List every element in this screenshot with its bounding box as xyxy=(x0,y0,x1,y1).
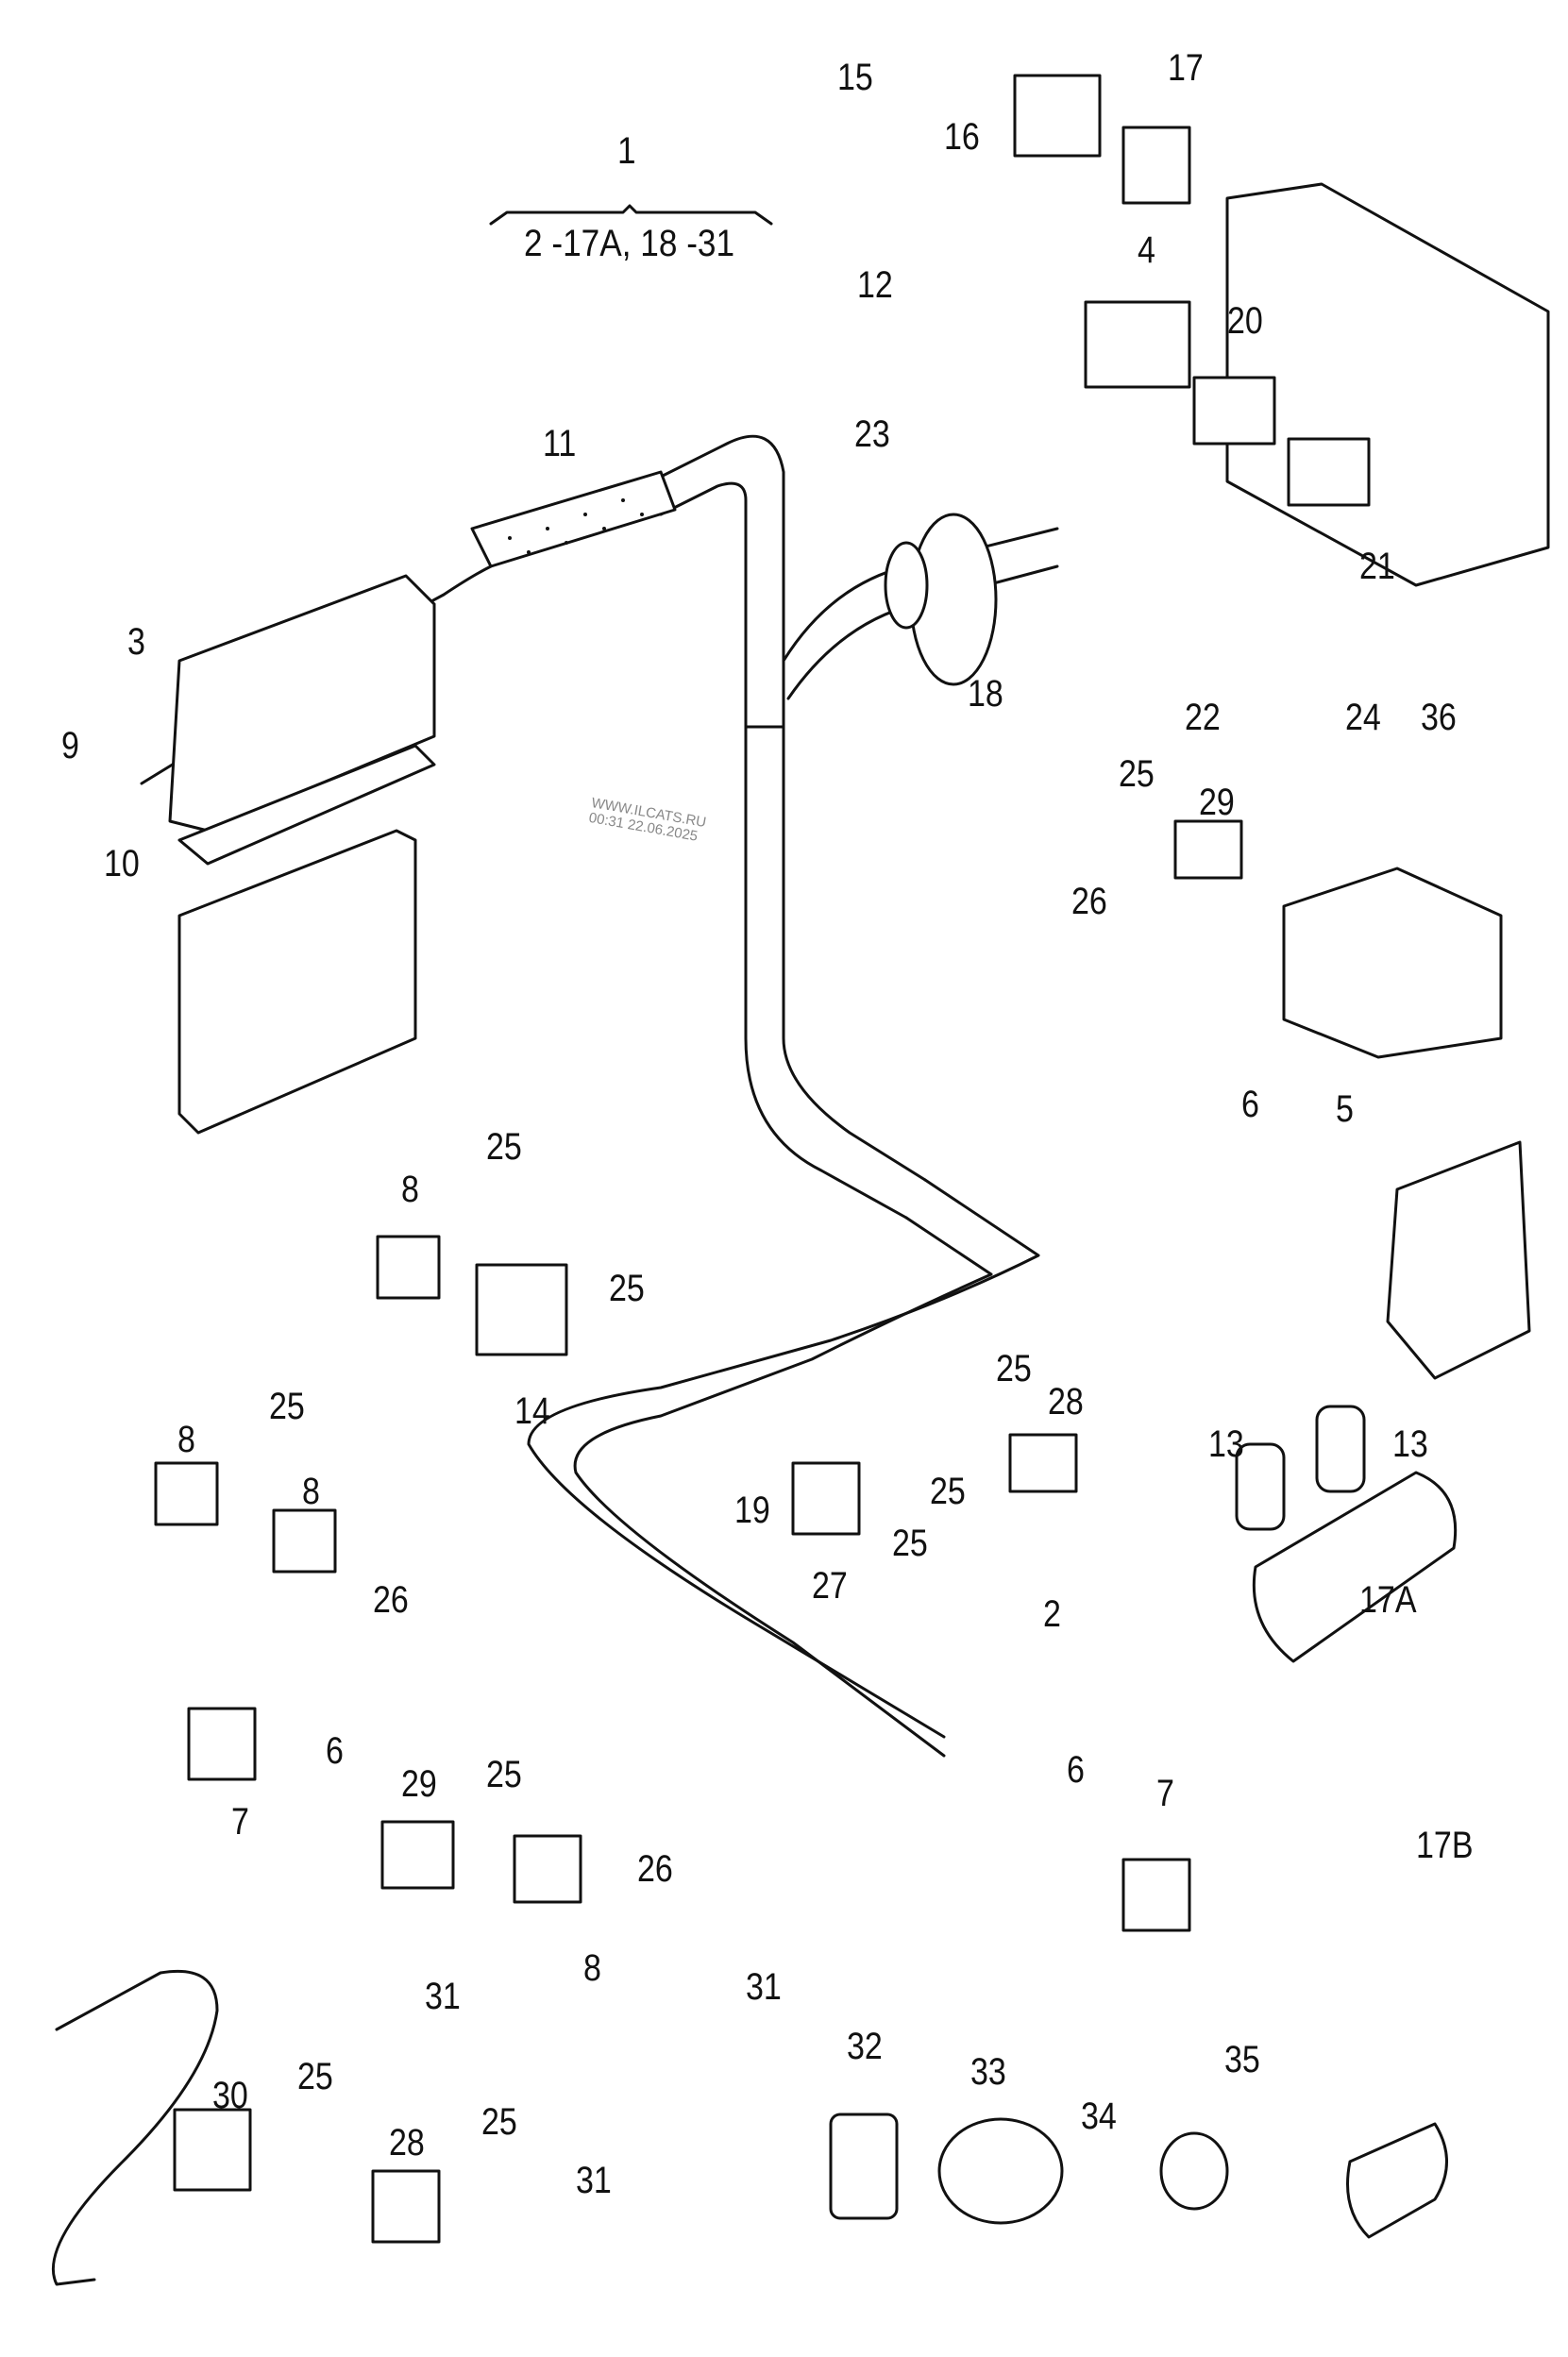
callout-25[interactable]: 25 xyxy=(1119,753,1155,795)
callout-8[interactable]: 8 xyxy=(302,1471,320,1512)
callout-13[interactable]: 13 xyxy=(1392,1423,1428,1465)
callout-4[interactable]: 4 xyxy=(1138,229,1155,271)
callout-33[interactable]: 33 xyxy=(970,2051,1006,2093)
callout-23[interactable]: 23 xyxy=(854,413,890,455)
callout-9[interactable]: 9 xyxy=(61,725,79,766)
connector-28a xyxy=(1008,1433,1078,1493)
connector-7a xyxy=(187,1707,257,1781)
connector-14 xyxy=(475,1263,568,1356)
group-callout-range: 2 -17A, 18 -31 xyxy=(524,223,735,264)
connector-20 xyxy=(1192,376,1276,446)
callout-8[interactable]: 8 xyxy=(583,1947,601,1989)
callout-2[interactable]: 2 xyxy=(1043,1593,1061,1635)
clip-33 xyxy=(937,2117,1064,2225)
callout-20[interactable]: 20 xyxy=(1227,300,1263,342)
callout-19[interactable]: 19 xyxy=(734,1490,770,1531)
connector-30 xyxy=(173,2108,252,2192)
callout-18[interactable]: 18 xyxy=(968,673,1003,715)
callout-6[interactable]: 6 xyxy=(1241,1084,1259,1125)
clip-32 xyxy=(829,2113,899,2220)
callout-31[interactable]: 31 xyxy=(576,2160,612,2201)
connector-8d xyxy=(513,1834,582,1904)
callout-25[interactable]: 25 xyxy=(486,1754,522,1795)
connector-8b xyxy=(154,1461,219,1526)
callout-17[interactable]: 17 xyxy=(1168,47,1204,89)
callout-24[interactable]: 24 xyxy=(1345,697,1381,738)
connector-16 xyxy=(1013,74,1102,158)
part-17A-sleeve xyxy=(1252,1471,1458,1663)
ignition-coil xyxy=(1282,867,1503,1059)
callout-34[interactable]: 34 xyxy=(1081,2096,1117,2137)
callout-8[interactable]: 8 xyxy=(401,1169,419,1210)
callout-7[interactable]: 7 xyxy=(231,1801,249,1843)
callout-25[interactable]: 25 xyxy=(481,2101,517,2143)
callout-21[interactable]: 21 xyxy=(1359,546,1395,587)
part-13-sensor-a xyxy=(1235,1442,1286,1531)
clip-34 xyxy=(1159,2131,1229,2211)
callout-29[interactable]: 29 xyxy=(1199,782,1235,823)
callout-25[interactable]: 25 xyxy=(996,1348,1032,1389)
callout-35[interactable]: 35 xyxy=(1224,2039,1260,2080)
callout-25[interactable]: 25 xyxy=(297,2056,333,2097)
callout-17B[interactable]: 17B xyxy=(1416,1825,1474,1866)
callout-26[interactable]: 26 xyxy=(373,1579,409,1621)
callout-25[interactable]: 25 xyxy=(269,1386,305,1427)
part-9-ecu-cover xyxy=(168,574,436,1135)
callout-25[interactable]: 25 xyxy=(486,1126,522,1168)
callout-32[interactable]: 32 xyxy=(847,2026,883,2067)
connector-8a xyxy=(376,1235,441,1300)
callout-25[interactable]: 25 xyxy=(892,1523,928,1564)
part-18-grommet xyxy=(884,513,998,686)
callout-6[interactable]: 6 xyxy=(1067,1749,1085,1791)
clip-35 xyxy=(1346,2122,1448,2239)
callout-36[interactable]: 36 xyxy=(1421,697,1457,738)
group-callout-number: 1 xyxy=(617,130,636,172)
connector-4 xyxy=(1084,300,1191,389)
callout-5[interactable]: 5 xyxy=(1336,1088,1354,1130)
connector-27 xyxy=(791,1461,861,1536)
connector-29a xyxy=(1173,819,1243,880)
callout-28[interactable]: 28 xyxy=(1048,1381,1084,1423)
callout-10[interactable]: 10 xyxy=(104,843,140,884)
callout-31[interactable]: 31 xyxy=(746,1966,782,2008)
callout-26[interactable]: 26 xyxy=(637,1848,673,1890)
callout-3[interactable]: 3 xyxy=(127,621,145,663)
callout-30[interactable]: 30 xyxy=(212,2075,248,2116)
part-13-sensor-b xyxy=(1315,1405,1366,1493)
callout-25[interactable]: 25 xyxy=(930,1471,966,1512)
callout-8[interactable]: 8 xyxy=(177,1419,195,1460)
callout-14[interactable]: 14 xyxy=(514,1390,550,1432)
connector-17 xyxy=(1121,126,1191,205)
callout-12[interactable]: 12 xyxy=(857,264,893,306)
connector-7b xyxy=(1121,1858,1191,1932)
callout-28[interactable]: 28 xyxy=(389,2122,425,2163)
connector-21 xyxy=(1287,437,1371,507)
distributor xyxy=(1386,1140,1531,1380)
group-bracket xyxy=(489,204,773,226)
callout-15[interactable]: 15 xyxy=(837,57,873,98)
callout-27[interactable]: 27 xyxy=(812,1565,848,1607)
callout-29[interactable]: 29 xyxy=(401,1763,437,1805)
lambda-probe xyxy=(51,1969,219,2286)
callout-22[interactable]: 22 xyxy=(1185,697,1221,738)
callout-7[interactable]: 7 xyxy=(1156,1773,1174,1814)
main-harness-trunk xyxy=(527,434,1059,1758)
connector-28b xyxy=(371,2169,441,2244)
callout-16[interactable]: 16 xyxy=(944,116,980,158)
callout-6[interactable]: 6 xyxy=(326,1730,344,1772)
callout-13[interactable]: 13 xyxy=(1208,1423,1244,1465)
callout-11[interactable]: 11 xyxy=(543,423,577,464)
callout-17A[interactable]: 17A xyxy=(1359,1579,1417,1621)
callout-31[interactable]: 31 xyxy=(425,1976,461,2017)
callout-26[interactable]: 26 xyxy=(1071,881,1107,922)
callout-25[interactable]: 25 xyxy=(609,1268,645,1309)
connector-8c xyxy=(272,1508,337,1574)
connector-29b xyxy=(380,1820,455,1890)
